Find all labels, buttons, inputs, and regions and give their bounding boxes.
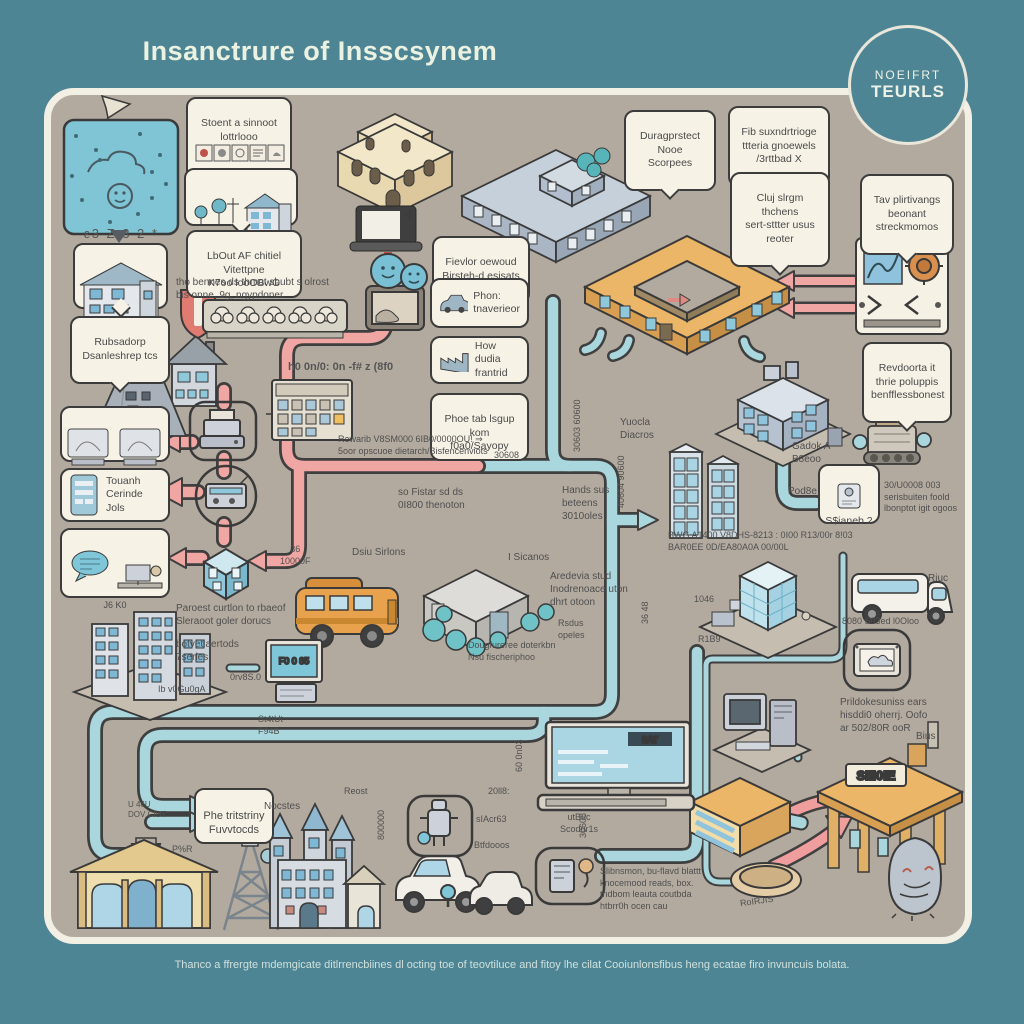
label-pipe-rotright: 800000 xyxy=(376,809,386,840)
callout-stoent-icon-row xyxy=(195,144,285,162)
callout-sianeb-text: S$ianeb 2 xyxy=(825,514,873,527)
label-rewarib: Rewarib V8SM000 6IB0/0000OU! ⇒ 5oor opsc… xyxy=(338,434,488,456)
label-h0: h0 0n/0: 0n -f# z (8f0 xyxy=(288,361,394,373)
callout-fib-text: Fib suxndrtrioge ttteria gnoewels /3rttb… xyxy=(741,126,817,166)
callout-revdoorta: Revdoorta it thrie poluppis benfflessbon… xyxy=(862,342,952,433)
label-slacr: sIAcr63 xyxy=(476,814,507,824)
label-prildo: Prildokesuniss ears hisddi0 oherrj. Oofo… xyxy=(840,697,928,734)
label-pipe-rotb2: 60 0n03 xyxy=(514,739,524,772)
label-rsdus: Rsdus opeles xyxy=(558,618,585,640)
callout-revdoorta-text: Revdoorta it thrie poluppis benfflessbon… xyxy=(871,362,945,402)
label-gadok: Gadok A B8eoo xyxy=(792,441,831,465)
corner-badge: NOEIFRT TEURLS xyxy=(848,25,968,145)
callout-rubsadorp: Rubsadorp Dsanleshrep tcs xyxy=(70,316,170,393)
label-serisbuiten: 30/U0008 003 serisbuiten foold lbonptot … xyxy=(884,480,958,514)
speech-desk-icon xyxy=(71,550,163,589)
callout-how-text: How dudia frantrid xyxy=(474,339,508,379)
callout-lbout-text: LbOut AF chitiel Vitettpne K7oo looOBwG xyxy=(206,250,282,290)
callout-phe-text: Phe tritstriny Fuvvtocds xyxy=(203,810,265,837)
callout-phe: Phe tritstriny Fuvvtocds xyxy=(194,788,274,845)
label-ibv: Ib v0Gu0gA xyxy=(158,684,206,694)
label-thobennes: tho bennes ds thmot sbubt s olrost bis o… xyxy=(176,277,329,301)
label-reost: Reost xyxy=(344,786,368,796)
label-30608: 30608 xyxy=(494,450,520,460)
callout-phon-text: Phon: tnaverieor xyxy=(473,289,520,315)
callout-workspace: J6 K0 xyxy=(60,528,170,610)
callout-rubsadorp-text: Rubsadorp Dsanleshrep tcs xyxy=(82,336,158,362)
label-stat: St4tUt F94B xyxy=(258,714,284,736)
label-pod8e: Pod8e xyxy=(788,486,817,497)
label-8080: 8080 S03ed l0Oloo xyxy=(842,616,920,626)
callout-machines xyxy=(60,406,170,466)
label-bius: Bius xyxy=(916,731,936,742)
label-1046: 1046 xyxy=(694,594,715,604)
label-paroest: Paroest curtlon to rbaeof Sleraoot goler… xyxy=(176,603,286,627)
label-nocstes: Nocstes xyxy=(264,801,301,812)
badge-text-top: NOEIFRT xyxy=(874,68,942,82)
label-aredevia: Aredevia stud Inodrenoace uton dhrt otoo… xyxy=(550,571,628,608)
label-36: 36 10000F xyxy=(280,544,311,566)
callout-cluj: Cluj slrgm thchens sert-sttter usus reot… xyxy=(730,172,830,276)
label-fistar: so Fistar sd ds 0I800 thenoton xyxy=(398,487,465,511)
label-btfd: Btfdooos xyxy=(474,840,510,850)
factory-icon xyxy=(440,353,469,372)
callout-touanh-text: Touanh Cerinde Jols xyxy=(106,474,143,514)
label-riuc: Riuc xyxy=(928,573,949,584)
machine-pair-icon xyxy=(67,428,161,466)
label-bwg: BWG A1400 V8DHS-8213 : 0I00 R13/00r 8!03… xyxy=(668,530,853,552)
person-frame-icon xyxy=(837,483,861,509)
label-pipe-rot3: 36 48 xyxy=(640,601,650,624)
label-sicanos: I Sicanos xyxy=(508,552,550,563)
label-dsiu: Dsiu Sirlons xyxy=(352,547,406,558)
badge-text-bottom: TEURLS xyxy=(871,82,945,101)
page-title: Insanctrure of Insscsynem xyxy=(142,36,498,66)
callout-house-card xyxy=(73,243,168,318)
label-u46u: U 46U DOV CIUT xyxy=(128,800,167,820)
label-0rv: 0rv8S.0 xyxy=(230,672,262,682)
label-pipe-rot2: 40604 90600 xyxy=(616,455,626,508)
callout-touanh: Touanh Cerinde Jols xyxy=(60,468,170,522)
callout-stoent-text: Stoent a sinnoot lottrlooo xyxy=(201,117,277,143)
car-icon xyxy=(440,294,469,313)
callout-workspace-caption: J6 K0 xyxy=(103,599,127,610)
label-squiggle: ε3 Z 3 2 * xyxy=(84,226,159,241)
label-pipe-rotb1: 30608 xyxy=(578,812,588,838)
callout-village-card xyxy=(184,168,298,235)
label-pipe-rot1: 30603 60600 xyxy=(572,399,582,452)
footer-caption: Thanco a ffrergte mdemgicate ditlrrencbi… xyxy=(174,959,850,971)
callout-tav: Tav plirtivangs beonant streckmomos xyxy=(860,174,954,265)
label-2018: 20ll8: xyxy=(488,786,510,796)
label-dougfureree: Dougfureree doterkbn Nsu fischeriphoo xyxy=(468,640,556,662)
label-botvet: botvetlaertods 7series xyxy=(176,639,239,663)
label-pr: P%R xyxy=(172,844,193,854)
callout-duragprstect: Duragprstect Nooe Scorpees xyxy=(624,110,716,201)
label-r1b9: R1B9 xyxy=(698,634,721,644)
callout-duragprstect-text: Duragprstect Nooe Scorpees xyxy=(639,130,701,170)
callout-cluj-text: Cluj slrgm thchens sert-sttter usus reot… xyxy=(745,192,815,245)
label-slibnsmon: Slibnsmon, bu-flavd blattt knocemood rea… xyxy=(600,866,702,912)
callout-sianeb: S$ianeb 2 xyxy=(818,464,880,527)
callout-phon: Phon: tnaverieor xyxy=(430,278,529,328)
village-illustration xyxy=(194,193,292,233)
label-yuocla: Yuocla Diacros xyxy=(620,417,654,441)
device-icon xyxy=(70,474,98,516)
callout-how: How dudia frantrid xyxy=(430,336,529,384)
label-hands: Hands sus beteens 3010oles xyxy=(562,485,610,522)
callout-tav-text: Tav plirtivangs beonant streckmomos xyxy=(873,194,941,234)
